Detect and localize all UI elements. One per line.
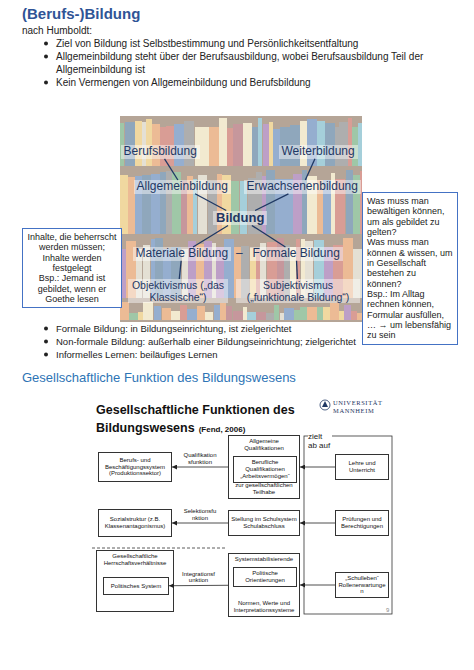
node-text: Gesellschaftliche Herrschaftsverhältniss… xyxy=(99,553,171,567)
node-text: Normen, Werte und Interpretationssysteme xyxy=(231,600,297,614)
tree-line xyxy=(296,261,298,279)
logo-crest xyxy=(322,401,328,407)
tree-line xyxy=(165,159,178,180)
node-text: Erwachsenenbildung xyxy=(247,180,358,194)
tree-line xyxy=(179,261,181,279)
bullet-dot xyxy=(44,42,48,46)
node-text: Prüfungen und Berechtigungen xyxy=(338,516,386,530)
system-group: Gesellschaftliche Herrschaftsverhältniss… xyxy=(96,550,174,612)
bookshelf-frame xyxy=(120,116,362,322)
edge-label: Selektionsfunktion xyxy=(183,508,217,522)
node-text: Inhalte, die beherrscht werden müssen; I… xyxy=(27,232,117,273)
bullet-text: Kein Vermengen von Allgemeinbildung und … xyxy=(56,76,311,89)
bullet-dot xyxy=(44,327,48,331)
node-text: Objektivismus („das Klassische“) xyxy=(131,279,225,303)
dash-sign: – xyxy=(236,246,243,260)
tree-line xyxy=(252,225,286,247)
school-box: „Schulleben“ Rollenerwartungen xyxy=(335,572,389,598)
function-arrow xyxy=(172,467,228,468)
edge-label: Integrationsfunktion xyxy=(182,571,216,585)
node-text: Politische Orientierungen xyxy=(236,570,294,584)
bullet-dot xyxy=(44,353,48,357)
node-text: (Fend, 2006) xyxy=(199,425,246,434)
function-box: Politische Orientierungen xyxy=(233,567,297,587)
node-text: Bsp.: Im Alltag rechnen können, Formular… xyxy=(367,289,453,341)
concept-label: Berufsbildung xyxy=(121,145,200,159)
function-box: Berufliche Qualifikationen „Arbeitsvermö… xyxy=(233,456,297,483)
node-text: Gesellschaftliche Funktionen des Bildung… xyxy=(96,403,295,435)
concept-label: Erwachsenenbildung xyxy=(244,180,361,194)
school-box: Lehre und Unterricht xyxy=(335,454,389,480)
concept-label: Formale Bildung xyxy=(250,247,343,261)
concept-label: Allgemeinbildung xyxy=(134,180,231,194)
bullet-dot xyxy=(44,340,48,344)
node-text: „Schulleben“ Rollenerwartungen xyxy=(338,575,386,596)
node-text: Allgemeinbildung xyxy=(137,180,228,194)
concept-label: Weiterbildung xyxy=(279,145,358,159)
node-text: Formale Bildung xyxy=(253,247,340,261)
function-arrow xyxy=(300,523,335,524)
node-text: Berufliche Qualifikationen „Arbeitsvermö… xyxy=(236,459,294,480)
overlay-note: zielt ab auf xyxy=(308,432,332,450)
node-text: Stellung im Schulsystem Schulabschluss xyxy=(231,516,297,530)
bullet-text: Non-formale Bildung: außerhalb einer Bil… xyxy=(56,335,356,348)
function-box: Allgemeine Qualifikationen zur gesellscha… xyxy=(228,435,300,499)
concept-label: Subjektivismus („funktionale Bildung“) xyxy=(236,279,360,303)
system-box: Politisches System xyxy=(103,577,169,595)
node-text: Allgemeine Qualifikationen xyxy=(231,438,297,452)
function-arrow xyxy=(300,585,335,586)
callout-box: Inhalte, die beherrscht werden müssen; I… xyxy=(22,228,122,308)
node-text: Bildung xyxy=(216,211,264,226)
bullet-dot xyxy=(44,55,48,59)
node-text: Subjektivismus („funktionale Bildung“) xyxy=(239,279,357,303)
bullet-text: Allgemeinbildung steht über der Berufsau… xyxy=(56,50,456,76)
edge-label: Qualifikationsfunktion xyxy=(183,452,217,466)
node-text: Materiale Bildung xyxy=(136,247,229,261)
school-box: Prüfungen und Berechtigungen xyxy=(335,510,389,536)
node-text: Systemstabilisierende xyxy=(231,556,297,563)
logo-crest xyxy=(320,400,330,410)
concept-label: Objektivismus („das Klassische“) xyxy=(128,279,228,303)
bullet-dot xyxy=(44,81,48,85)
tree-line xyxy=(305,159,315,180)
tree-line xyxy=(193,225,228,247)
node-text: Weiterbildung xyxy=(282,145,355,159)
slide-panel: Gesellschaftliche Funktionen des Bildung… xyxy=(88,394,396,622)
intro-text: nach Humboldt: xyxy=(22,24,92,37)
section-heading: Gesellschaftliche Funktion des Bildungsw… xyxy=(22,370,296,386)
node-text: Bsp.: Jemand ist gebildet, wenn er Goeth… xyxy=(27,273,117,304)
system-box: Berufs- und Beschäftigungssystem (Produk… xyxy=(98,452,172,482)
concept-label: Bildung xyxy=(213,211,267,226)
node-text: Sozialstruktur (z.B. Klassenantagonismus… xyxy=(101,516,169,530)
node-text: zur gesellschaftlichen Teilhabe xyxy=(231,482,297,496)
page-title: (Berufs-)Bildung xyxy=(22,5,140,22)
node-text: Politisches System xyxy=(106,583,166,590)
callout-box: Was muss man bewältigen können, um als g… xyxy=(362,192,458,345)
function-arrow xyxy=(172,523,228,524)
logo-text: UNIVERSITÄT MANNHEIM xyxy=(333,399,391,415)
photo-fade xyxy=(120,116,362,322)
function-box: Stellung im Schulsystem Schulabschluss xyxy=(228,510,300,536)
system-box: Sozialstruktur (z.B. Klassenantagonismus… xyxy=(98,509,172,537)
page-number: 9 xyxy=(386,606,389,614)
tree-line xyxy=(195,194,226,211)
bullet-text: Informelles Lernen: beiläufiges Lernen xyxy=(56,348,218,361)
node-text: Berufsbildung xyxy=(124,145,197,159)
node-text: Was muss man können & wissen, um in Gese… xyxy=(367,237,453,289)
tree-line xyxy=(255,194,288,211)
function-arrow xyxy=(300,467,335,468)
concept-label: Materiale Bildung xyxy=(133,247,232,261)
function-arrow xyxy=(169,585,228,586)
node-text: Berufs- und Beschäftigungssystem (Produk… xyxy=(101,457,169,478)
bullet-text: Formale Bildung: in Bildungseinrichtung,… xyxy=(56,322,292,335)
bullet-text: Ziel von Bildung ist Selbstbestimmung un… xyxy=(56,37,358,50)
group-frame xyxy=(304,436,392,614)
node-text: Was muss man bewältigen können, um als g… xyxy=(367,196,453,237)
function-box: SystemstabilisierendeNormen, Werte und I… xyxy=(228,553,300,617)
node-text: Lehre und Unterricht xyxy=(338,460,386,474)
dashed-divider xyxy=(92,548,226,549)
